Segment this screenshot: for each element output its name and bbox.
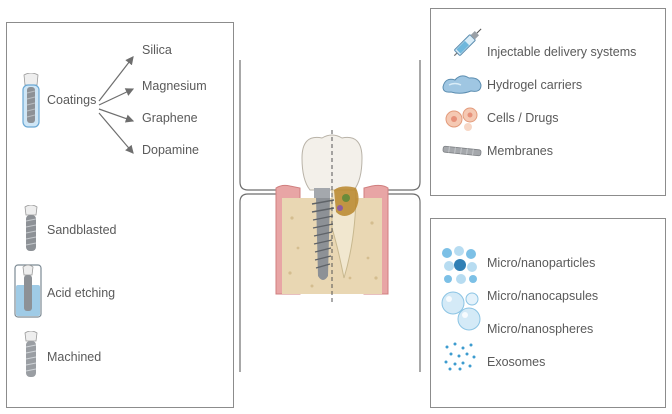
nanocarriers-panel: Micro/nanoparticles Micro/nanocapsules M… (430, 218, 666, 408)
tooth-crown (301, 134, 363, 191)
delivery-item-label: Injectable delivery systems (487, 45, 637, 59)
right-connector-lower (370, 189, 421, 372)
coatings-label: Coatings (47, 93, 97, 107)
left-connector-upper (239, 60, 300, 191)
sandblasted-implant-icon (24, 205, 38, 251)
exosomes-icon (444, 342, 476, 371)
arrow-to-silica (98, 56, 134, 102)
tooth-implant-illustration (275, 130, 389, 304)
syringe-icon (453, 28, 482, 57)
implant-abutment (314, 188, 330, 198)
nano-item-label: Micro/nanospheres (487, 322, 594, 336)
arrow-to-dopamine (98, 112, 134, 154)
coating-arrows (98, 56, 135, 154)
nano-item-label: Exosomes (487, 355, 546, 369)
delivery-item-label: Hydrogel carriers (487, 78, 583, 92)
right-connector-upper (372, 60, 421, 191)
hydrogel-icon (442, 75, 482, 94)
machined-implant-icon (24, 331, 38, 377)
infection-spot (342, 194, 350, 202)
surface-treatment-panel: Coatings Silica Magnesium Graphene Dopam… (6, 22, 234, 408)
bone-texture (288, 216, 378, 288)
material-silica: Silica (142, 43, 172, 57)
nano-item-label: Micro/nanocapsules (487, 289, 599, 303)
left-connector-lower (239, 189, 298, 372)
material-magnesium: Magnesium (142, 79, 207, 93)
machined-label: Machined (47, 350, 102, 364)
acid-beaker-icon (14, 264, 42, 318)
arrow-to-graphene (98, 108, 135, 123)
delivery-item-label: Membranes (487, 144, 553, 158)
material-graphene: Graphene (142, 111, 198, 125)
nanocapsules-icon (441, 291, 481, 331)
delivery-item-label: Cells / Drugs (487, 111, 559, 125)
delivery-systems-panel: Injectable delivery systems Hydrogel car… (430, 8, 666, 196)
cells-icon (445, 107, 478, 131)
infection-spot (337, 205, 343, 211)
coated-implant-icon (22, 73, 40, 128)
arrow-to-magnesium (98, 88, 135, 106)
nano-item-label: Micro/nanoparticles (487, 256, 596, 270)
sandblasted-label: Sandblasted (47, 223, 117, 237)
acid-etching-label: Acid etching (47, 286, 116, 300)
membrane-icon (442, 145, 482, 157)
implant-threads (311, 199, 335, 269)
nanoparticles-icon (442, 246, 477, 284)
material-dopamine: Dopamine (142, 143, 199, 157)
